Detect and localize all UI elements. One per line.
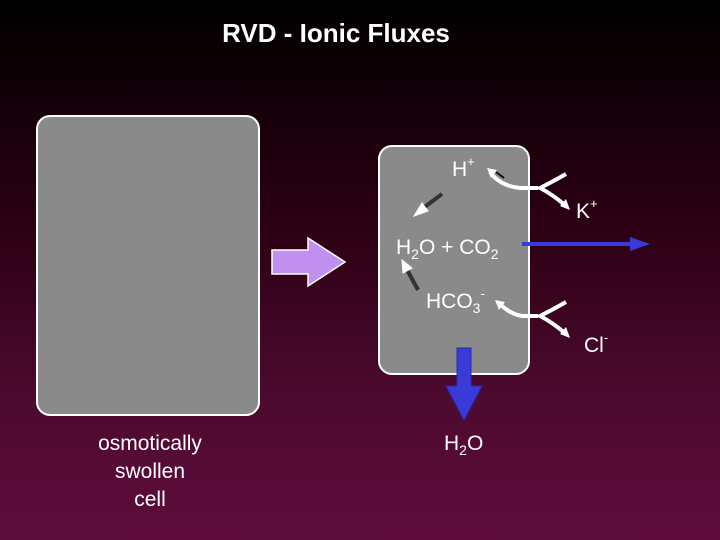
- reaction-label: H2O + CO2: [396, 236, 499, 263]
- swell-transition-arrow: [271, 236, 347, 288]
- upper-exchanger-head-left: [487, 168, 497, 178]
- bicarbonate-label: HCO3-: [426, 286, 485, 317]
- chloride-label: Cl-: [584, 330, 609, 357]
- lower-exchanger: [498, 300, 568, 336]
- lower-exchanger-head-right: [560, 327, 570, 338]
- upper-exchanger-head-right: [560, 199, 570, 210]
- diagram-title: RVD - Ionic Fluxes: [222, 18, 450, 48]
- swollen-cell: [36, 115, 260, 416]
- cell-caption: osmotically swollen cell: [60, 430, 240, 514]
- bicarbonate-arrow-head: [401, 258, 413, 274]
- water-efflux-arrow: [445, 347, 483, 422]
- k-plus-label: K+: [576, 196, 598, 223]
- h-plus-arrow-head: [412, 202, 429, 217]
- caption-line-2: swollen: [114, 460, 186, 483]
- upper-exchanger: [488, 170, 568, 208]
- caption-line-1: osmotically: [98, 432, 202, 455]
- h-plus-label: H+: [452, 154, 475, 181]
- lower-exchanger-head-left: [495, 300, 505, 310]
- caption-line-3: cell: [134, 488, 166, 511]
- water-label: H2O: [444, 432, 484, 459]
- k-efflux-head: [630, 237, 650, 251]
